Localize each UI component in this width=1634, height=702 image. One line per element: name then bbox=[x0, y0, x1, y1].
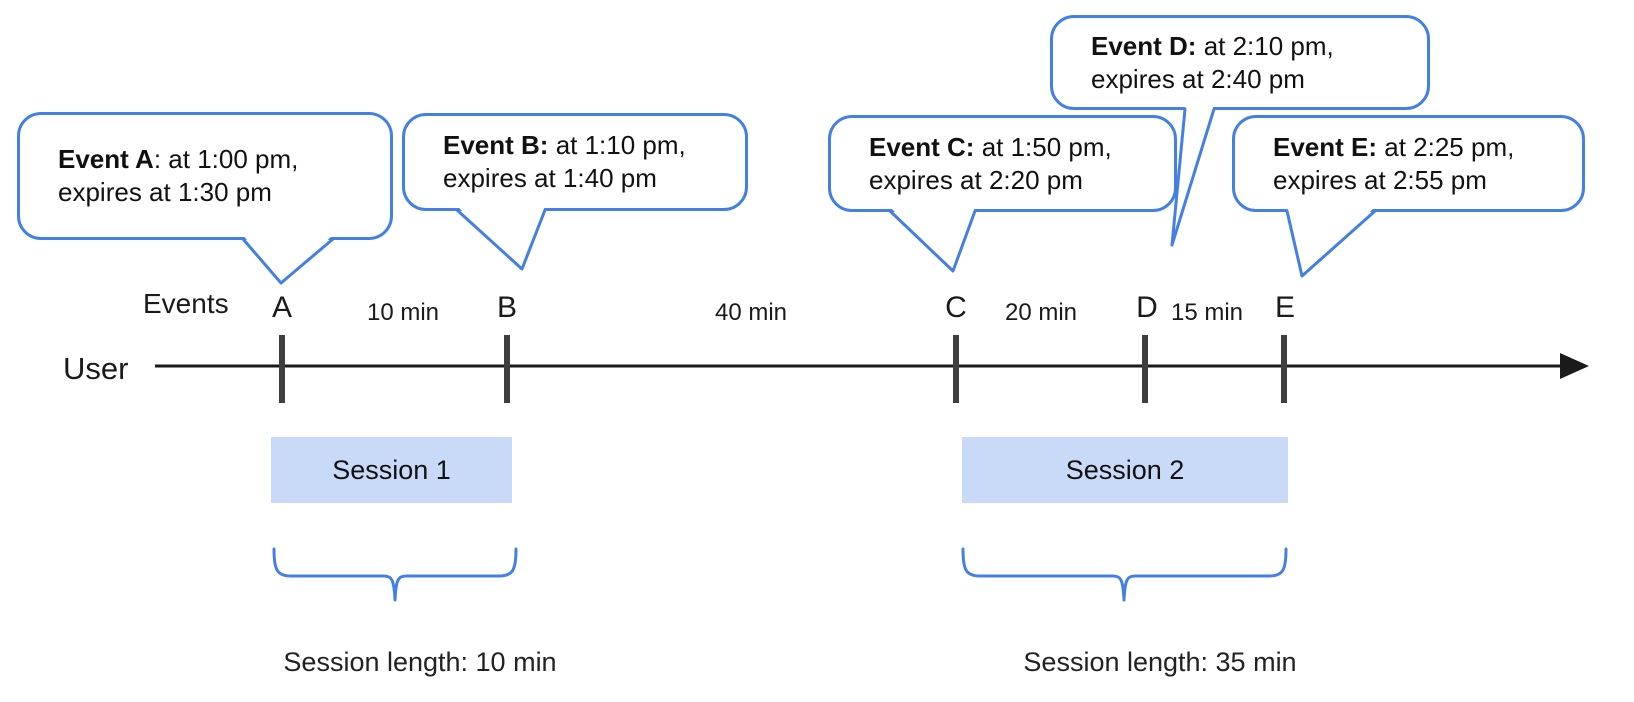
session-2-box: Session 2 bbox=[962, 437, 1288, 503]
event-c-callout: Event C: at 1:50 pm, expires at 2:20 pm bbox=[828, 115, 1177, 212]
event-b-callout-line2: expires at 1:40 pm bbox=[443, 163, 657, 193]
event-c-time: at 1:50 pm, bbox=[974, 131, 1112, 162]
event-e-callout-tail bbox=[1285, 207, 1377, 278]
event-a-callout: Event A: at 1:00 pm, expires at 1:30 pm bbox=[17, 112, 393, 240]
tick-event-e bbox=[1281, 335, 1287, 403]
event-c-callout-line2: expires at 2:20 pm bbox=[869, 164, 1083, 195]
event-e-callout-line1: Event E: at 2:25 pm, bbox=[1273, 131, 1582, 164]
event-b-callout: Event B: at 1:10 pm, expires at 1:40 pm bbox=[402, 113, 748, 211]
event-d-callout-line1: Event D: at 2:10 pm, bbox=[1091, 30, 1427, 63]
event-a-callout-line1: Event A: at 1:00 pm, bbox=[58, 143, 390, 176]
event-e-tick-label: E bbox=[1274, 291, 1296, 324]
event-b-callout-tail bbox=[455, 206, 547, 271]
interval-c-d-label: 20 min bbox=[1004, 299, 1078, 326]
interval-a-b-label: 10 min bbox=[366, 299, 440, 326]
event-b-name: Event B: bbox=[443, 130, 549, 160]
tick-event-d bbox=[1142, 335, 1148, 403]
tick-event-c bbox=[953, 335, 959, 403]
tick-event-a bbox=[279, 335, 285, 403]
event-a-callout-tail bbox=[241, 235, 335, 285]
event-d-time: at 2:10 pm, bbox=[1196, 30, 1334, 61]
event-c-name: Event C: bbox=[869, 131, 975, 162]
session-2-label: Session 2 bbox=[1065, 454, 1185, 485]
user-axis-label: User bbox=[63, 351, 129, 386]
event-e-callout-line2: expires at 2:55 pm bbox=[1273, 164, 1487, 195]
event-e-time: at 2:25 pm, bbox=[1377, 131, 1515, 162]
interval-b-c-label: 40 min bbox=[714, 299, 788, 326]
session-1-brace bbox=[272, 547, 518, 602]
session-1-length-label: Session length: 10 min bbox=[283, 647, 557, 677]
event-b-callout-line1: Event B: at 1:10 pm, bbox=[443, 129, 745, 162]
timeline-arrowhead-icon bbox=[1560, 353, 1589, 379]
session-1-label: Session 1 bbox=[332, 454, 451, 485]
event-b-tick-label: B bbox=[496, 291, 518, 324]
events-axis-label: Events bbox=[143, 288, 229, 319]
tick-event-b bbox=[504, 335, 510, 403]
event-e-callout: Event E: at 2:25 pm, expires at 2:55 pm bbox=[1232, 115, 1585, 212]
event-a-tick-label: A bbox=[271, 291, 293, 324]
interval-d-e-label: 15 min bbox=[1170, 299, 1244, 326]
event-d-callout: Event D: at 2:10 pm, expires at 2:40 pm bbox=[1050, 15, 1430, 110]
event-b-time: at 1:10 pm, bbox=[548, 130, 686, 160]
event-d-name: Event D: bbox=[1091, 30, 1197, 61]
event-d-callout-tail bbox=[1170, 105, 1216, 247]
event-a-callout-line2: expires at 1:30 pm bbox=[58, 177, 272, 207]
event-e-name: Event E: bbox=[1273, 131, 1378, 162]
event-d-callout-line2: expires at 2:40 pm bbox=[1091, 63, 1305, 94]
event-c-callout-tail bbox=[888, 207, 977, 273]
event-c-tick-label: C bbox=[945, 291, 967, 324]
event-a-time: : at 1:00 pm, bbox=[153, 144, 299, 174]
event-c-callout-line1: Event C: at 1:50 pm, bbox=[869, 131, 1174, 164]
event-a-name: Event A bbox=[58, 144, 154, 174]
session-2-length-label: Session length: 35 min bbox=[1023, 647, 1297, 677]
session-2-brace bbox=[961, 547, 1288, 602]
session-1-box: Session 1 bbox=[271, 437, 512, 503]
event-d-tick-label: D bbox=[1136, 291, 1158, 324]
